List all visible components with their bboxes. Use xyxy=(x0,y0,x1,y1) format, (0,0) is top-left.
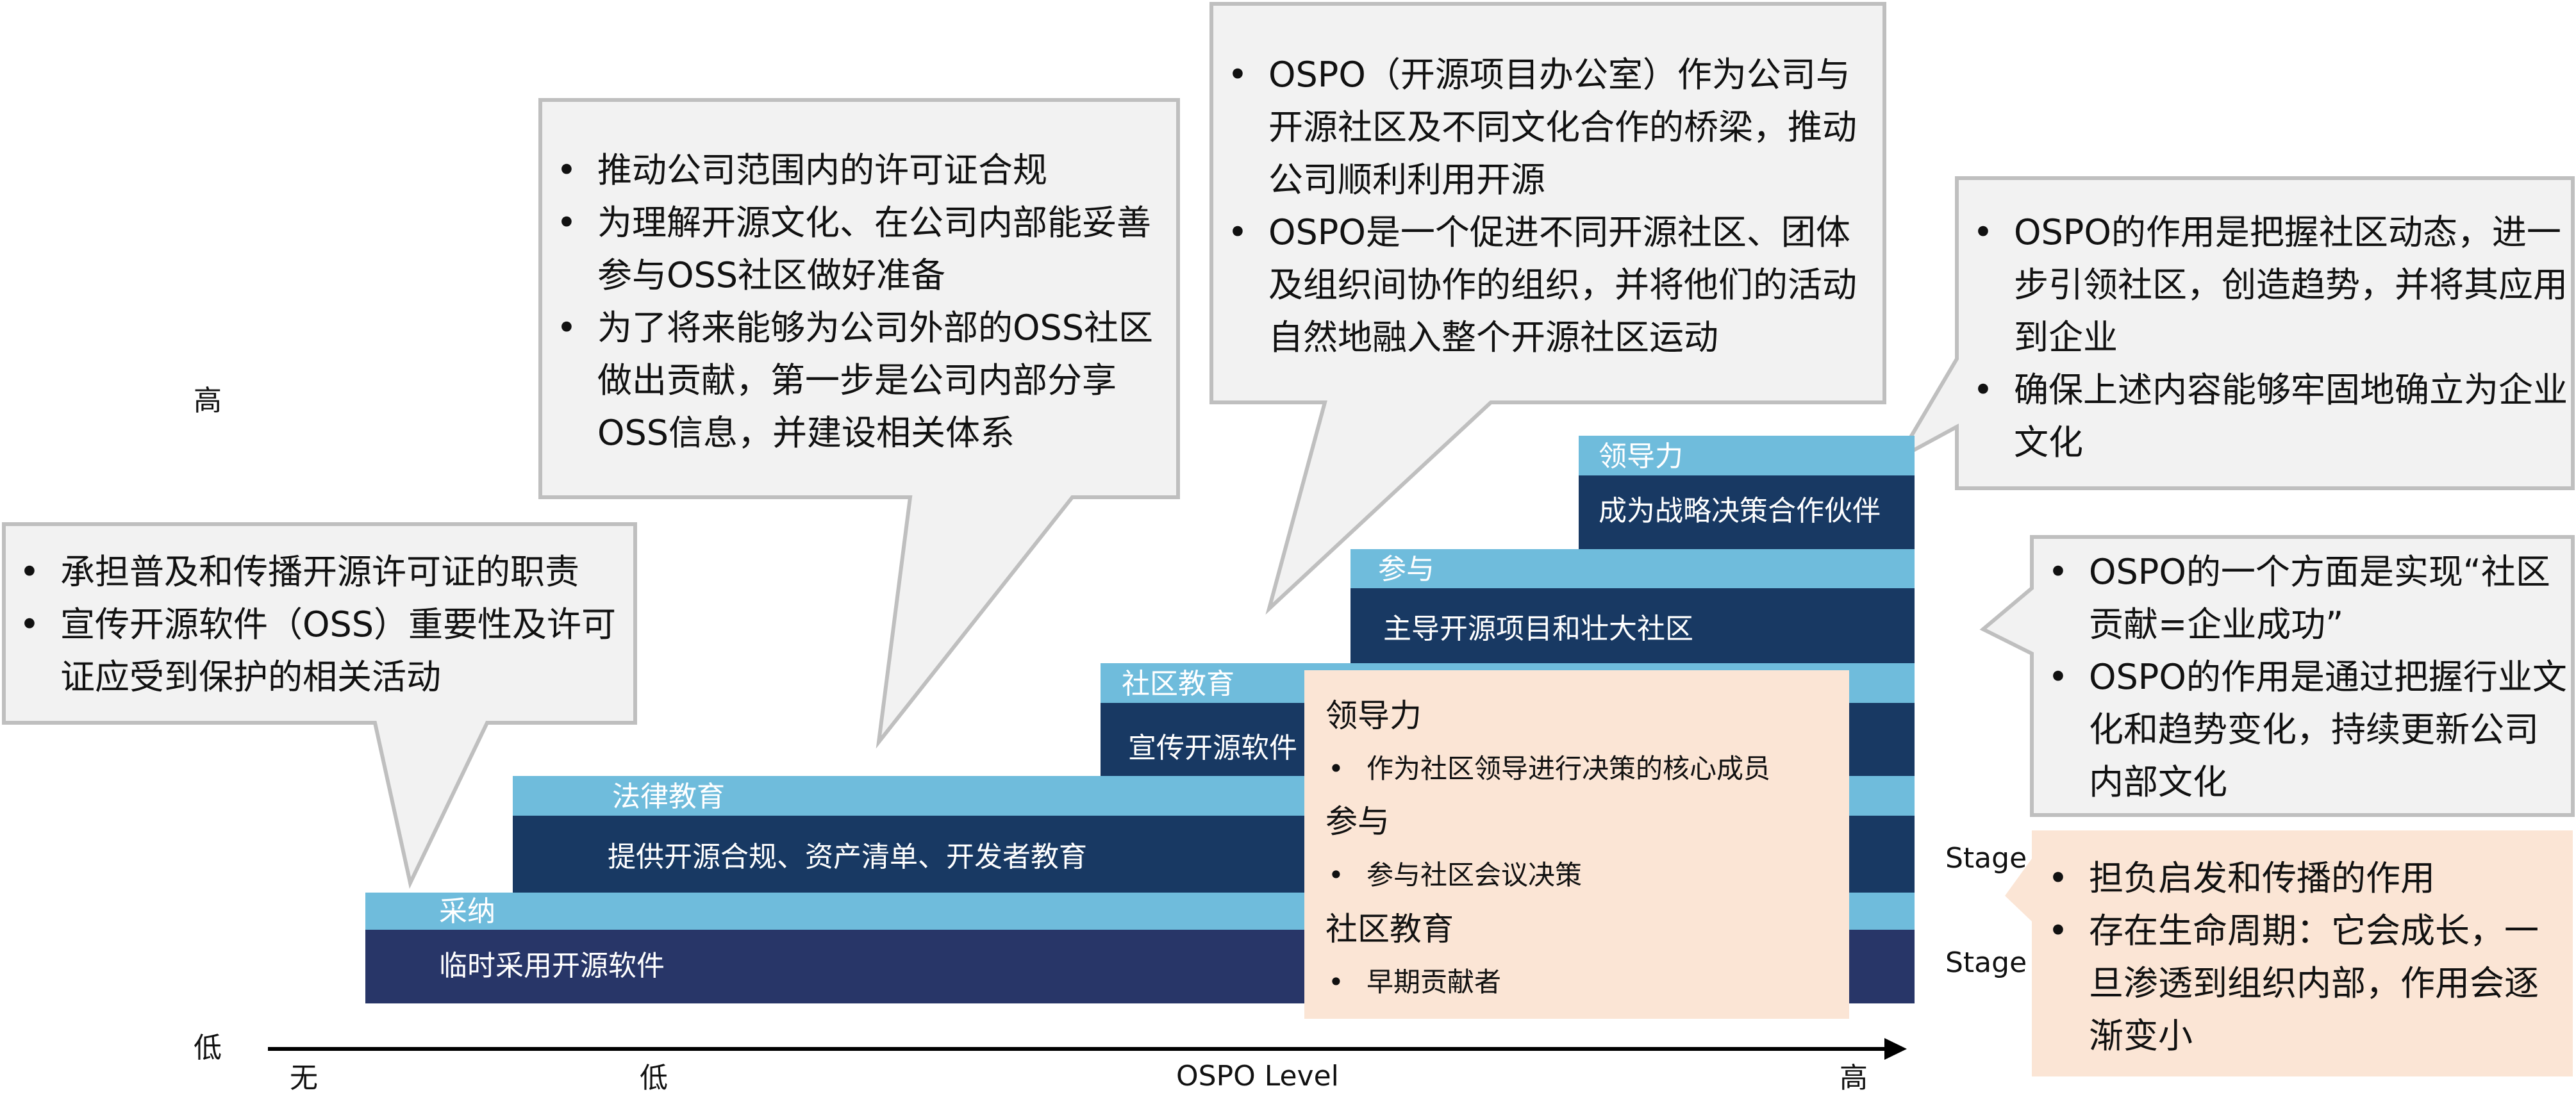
step-participation-header xyxy=(1350,549,1915,588)
callout-4-item: OSPO的作用是把握社区动态，进一步引领社区，创造趋势，并将其应用到企业 xyxy=(1966,206,2569,364)
callout-3-item: OSPO（开源项目办公室）作为公司与开源社区及不同文化合作的桥梁，推动公司顺利利… xyxy=(1221,49,1875,206)
role-community-education-heading: 社区教育 xyxy=(1325,911,1454,948)
y-axis-low-label: 低 xyxy=(194,1032,222,1064)
stage-label-lower: Stage xyxy=(1945,946,2027,979)
callout-2-item: 为了将来能够为公司外部的OSS社区做出贡献，第一步是公司内部分享OSS信息，并建… xyxy=(550,302,1172,459)
axis-arrow-icon xyxy=(1884,1038,1907,1060)
step-adoption-title: 采纳 xyxy=(439,895,495,928)
step-participation-desc: 主导开源项目和壮大社区 xyxy=(1383,613,1693,645)
stage-callout: 担负启发和传播的作用 存在生命周期：它会成长，一旦渗透到组织内部，作用会逐渐变小 xyxy=(2041,852,2567,1062)
callout-2-item: 为理解开源文化、在公司内部能妥善参与OSS社区做好准备 xyxy=(550,197,1172,302)
step-participation-body xyxy=(1350,588,1915,663)
step-community-education-title: 社区教育 xyxy=(1122,668,1234,700)
callout-1-item: 承担普及和传播开源许可证的职责 xyxy=(13,546,628,598)
stage-callout-item: 担负启发和传播的作用 xyxy=(2041,852,2567,905)
callout-bubble-5: OSPO的一个方面是实现“社区贡献=企业成功” OSPO的作用是通过把握行业文化… xyxy=(2041,546,2567,809)
callout-1-item: 宣传开源软件（OSS）重要性及许可证应受到保护的相关活动 xyxy=(13,598,628,704)
callout-bubble-1: 承担普及和传播开源许可证的职责 宣传开源软件（OSS）重要性及许可证应受到保护的… xyxy=(13,546,628,704)
role-participation-item: 参与社区会议决策 xyxy=(1328,857,1582,893)
step-leadership-header xyxy=(1579,436,1915,475)
step-legal-education-title: 法律教育 xyxy=(612,780,725,813)
x-tick-none: 无 xyxy=(290,1062,318,1094)
y-axis-high-label: 高 xyxy=(194,384,222,417)
x-tick-low: 低 xyxy=(640,1062,668,1094)
role-leadership-item: 作为社区领导进行决策的核心成员 xyxy=(1328,751,1770,787)
x-axis-title: OSPO Level xyxy=(1176,1060,1339,1092)
step-adoption-desc: 临时采用开源软件 xyxy=(439,950,665,982)
role-summary-panel xyxy=(1304,670,1849,1019)
stage-callout-item: 存在生命周期：它会成长，一旦渗透到组织内部，作用会逐渐变小 xyxy=(2041,905,2567,1062)
role-community-education-item: 早期贡献者 xyxy=(1328,964,1501,1000)
step-leadership-title: 领导力 xyxy=(1599,440,1683,473)
callout-5-item: OSPO的一个方面是实现“社区贡献=企业成功” xyxy=(2041,546,2567,651)
callout-3-item: OSPO是一个促进不同开源社区、团体及组织间协作的组织，并将他们的活动自然地融入… xyxy=(1221,206,1875,364)
callout-5-item: OSPO的作用是通过把握行业文化和趋势变化，持续更新公司内部文化 xyxy=(2041,651,2567,809)
callout-bubble-4: OSPO的作用是把握社区动态，进一步引领社区，创造趋势，并将其应用到企业 确保上… xyxy=(1966,206,2569,469)
step-legal-education-desc: 提供开源合规、资产清单、开发者教育 xyxy=(608,841,1087,873)
stage-label-upper: Stage xyxy=(1945,842,2027,875)
callout-bubble-2: 推动公司范围内的许可证合规 为理解开源文化、在公司内部能妥善参与OSS社区做好准… xyxy=(550,144,1172,459)
step-leadership-body xyxy=(1579,475,1915,549)
role-leadership-heading: 领导力 xyxy=(1325,697,1422,734)
callout-4-item: 确保上述内容能够牢固地确立为企业文化 xyxy=(1966,364,2569,469)
role-participation-heading: 参与 xyxy=(1325,803,1390,840)
step-participation-title: 参与 xyxy=(1378,553,1434,586)
step-community-education-desc: 宣传开源软件 xyxy=(1128,732,1297,764)
x-tick-high: 高 xyxy=(1840,1062,1868,1094)
callout-2-item: 推动公司范围内的许可证合规 xyxy=(550,144,1172,197)
step-leadership-desc: 成为战略决策合作伙伴 xyxy=(1599,495,1881,527)
callout-bubble-3: OSPO（开源项目办公室）作为公司与开源社区及不同文化合作的桥梁，推动公司顺利利… xyxy=(1221,49,1875,364)
